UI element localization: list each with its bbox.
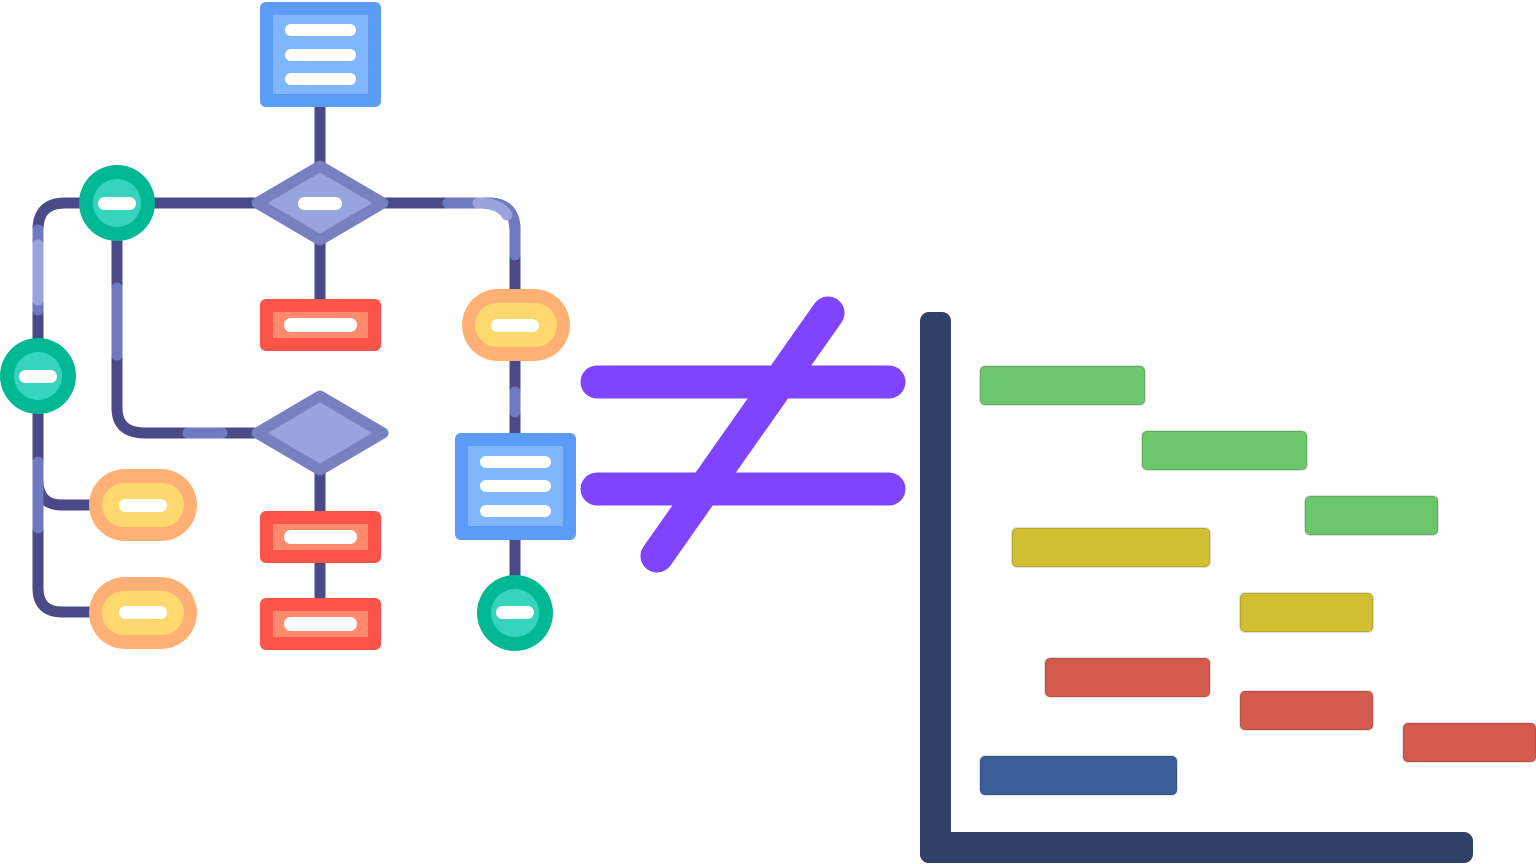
gantt-x-axis bbox=[920, 832, 1473, 863]
not-equal-slash bbox=[640, 296, 845, 573]
pill-node-left-1 bbox=[89, 469, 197, 541]
decision-node-2 bbox=[251, 390, 389, 476]
terminal-node-bottom-right bbox=[477, 575, 553, 651]
document-node-top bbox=[260, 2, 381, 107]
connector-left-loop bbox=[111, 234, 264, 439]
connector-light-highlight bbox=[472, 197, 513, 221]
pill-node-left-2 bbox=[89, 577, 197, 649]
connector-light-highlights bbox=[32, 197, 513, 306]
pill-node-right bbox=[462, 289, 570, 361]
terminal-node-top-left bbox=[79, 165, 155, 241]
document-node-right bbox=[455, 433, 576, 540]
gantt-bar-green-1 bbox=[979, 365, 1146, 406]
gantt-bar-blue-1 bbox=[979, 755, 1178, 796]
gantt-bar-red-2 bbox=[1239, 690, 1374, 731]
connector-left-vertical bbox=[32, 406, 98, 618]
terminal-node-left bbox=[0, 338, 76, 414]
gantt-bar-yellow-1 bbox=[1011, 527, 1211, 568]
process-node-3 bbox=[260, 598, 381, 650]
decision-node-1 bbox=[251, 160, 389, 246]
flowchart bbox=[32, 101, 521, 618]
gantt-chart-icon bbox=[920, 312, 1536, 863]
not-equal-icon bbox=[580, 296, 906, 573]
gantt-bar-green-2 bbox=[1141, 430, 1308, 471]
gantt-bar-red-3 bbox=[1402, 722, 1536, 763]
process-node-1 bbox=[260, 299, 381, 351]
gantt-bar-yellow-2 bbox=[1239, 592, 1374, 633]
connector-left-branch bbox=[32, 474, 98, 511]
process-node-2 bbox=[260, 511, 381, 563]
gantt-bar-green-3 bbox=[1304, 495, 1439, 536]
gantt-bar-red-1 bbox=[1044, 657, 1211, 698]
gantt-y-axis bbox=[920, 312, 951, 863]
